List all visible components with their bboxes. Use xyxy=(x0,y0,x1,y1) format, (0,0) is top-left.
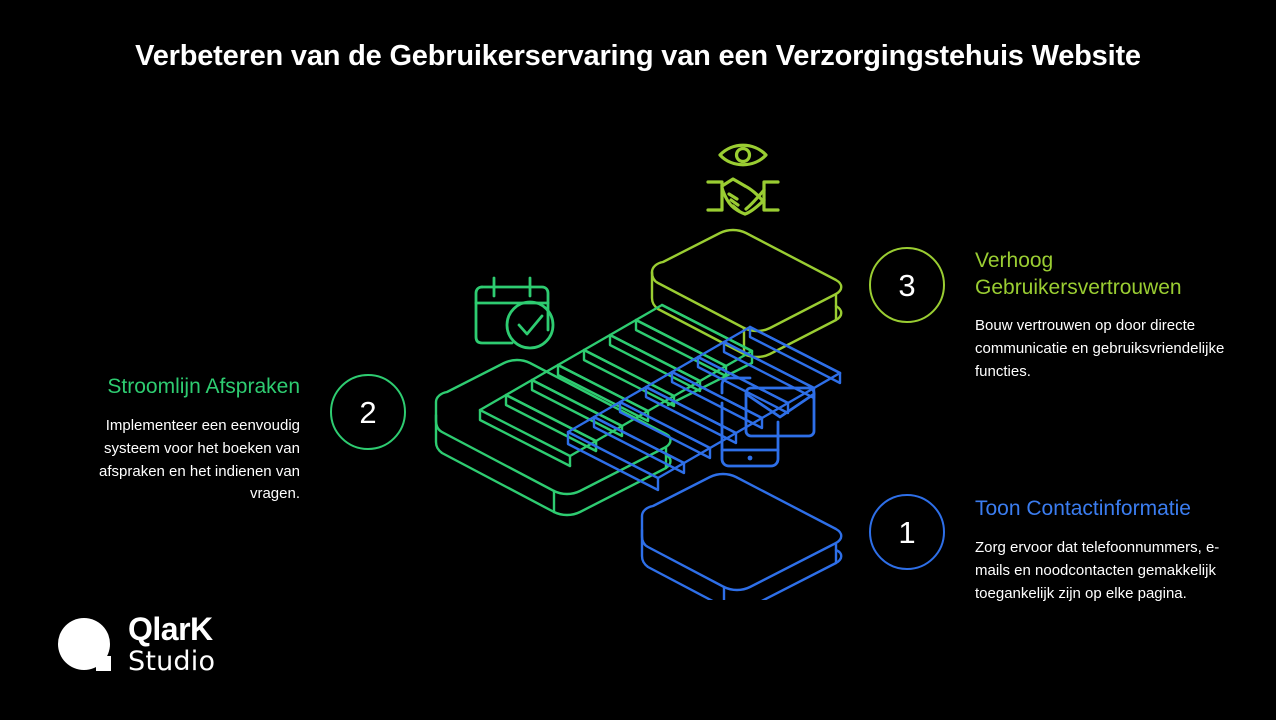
step-3-number-circle: 3 xyxy=(869,247,945,323)
platform-top-lime xyxy=(650,228,843,359)
page-title: Verbeteren van de Gebruikerservaring van… xyxy=(135,40,1141,72)
step-3-text-block: Verhoog Gebruikersvertrouwen Bouw vertro… xyxy=(975,248,1233,384)
step-2-number: 2 xyxy=(359,394,377,430)
step-1-heading: Toon Contactinformatie xyxy=(975,497,1191,520)
staircase-svg xyxy=(434,143,843,612)
step-1-text-block: Toon Contactinformatie Zorg ervoor dat t… xyxy=(975,496,1233,605)
step-3-heading: Verhoog Gebruikersvertrouwen xyxy=(975,249,1182,299)
logo-subtitle: Studio xyxy=(128,645,216,677)
step-3-body: Bouw vertrouwen op door directe communic… xyxy=(975,317,1225,381)
logo-square-shape xyxy=(96,656,111,671)
brand-logo: QlarK Studio xyxy=(58,612,298,692)
step-2-text-block: Stroomlijn Afspraken Implementeer een ee… xyxy=(60,374,300,506)
step-2-body: Implementeer een eenvoudig systeem voor … xyxy=(99,416,300,503)
step-1-number-circle: 1 xyxy=(869,494,945,570)
calendar-check-icon xyxy=(474,276,555,350)
step-1-body: Zorg ervoor dat telefoonnummers, e-mails… xyxy=(975,538,1220,602)
step-3-number: 3 xyxy=(898,267,916,303)
staircase-upper-green xyxy=(478,303,754,468)
isometric-staircase-illustration xyxy=(420,120,880,612)
step-2-heading: Stroomlijn Afspraken xyxy=(107,375,300,398)
logo-mark-icon xyxy=(58,618,116,680)
step-2-number-circle: 2 xyxy=(330,374,406,450)
logo-wordmark: QlarK Studio xyxy=(128,612,298,676)
step-1-number: 1 xyxy=(898,514,916,550)
platform-bottom-blue xyxy=(640,472,843,612)
staircase-lower-blue xyxy=(566,325,842,492)
handshake-eye-icon xyxy=(706,143,780,216)
phone-envelope-icon xyxy=(720,376,816,468)
platform-middle-green xyxy=(434,358,672,517)
logo-name: QlarK xyxy=(128,611,213,647)
